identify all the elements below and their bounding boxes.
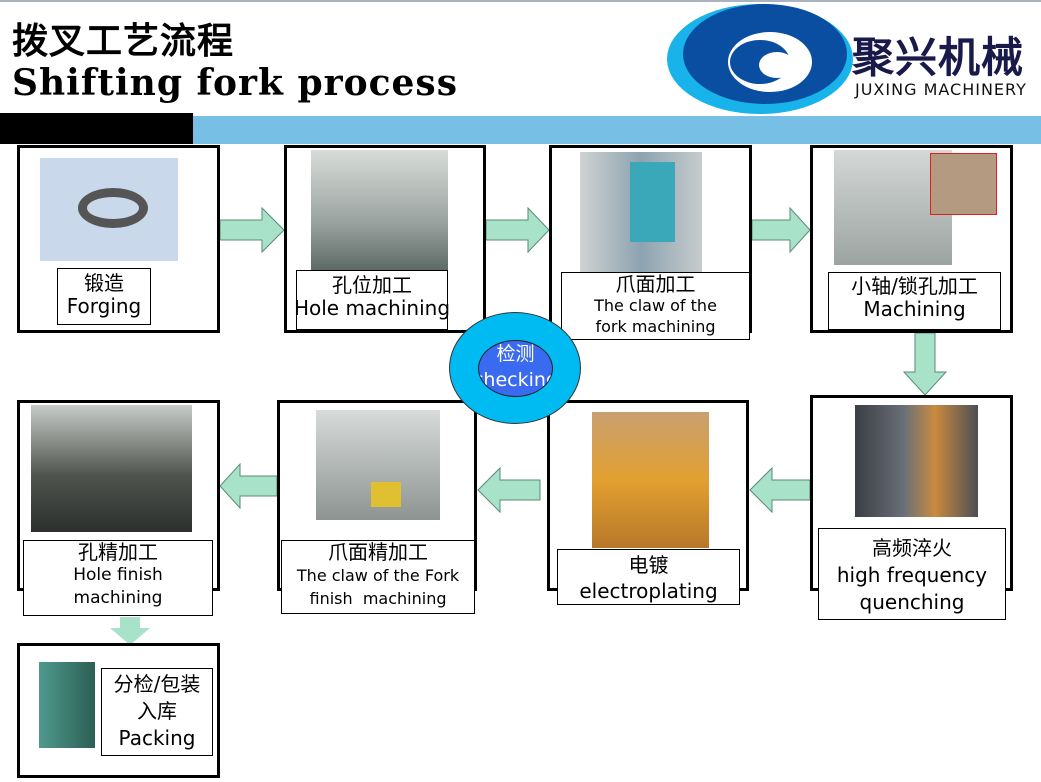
label-en: Packing <box>118 726 196 750</box>
inspection-cn: 检测 <box>496 343 535 365</box>
photo-hole-machining <box>311 150 448 270</box>
photo-inset-detail <box>930 153 997 215</box>
label-en: high frequency quenching <box>836 563 988 614</box>
photo-quenching <box>855 405 978 517</box>
photo-hole-finish <box>31 405 192 532</box>
label-en: Hole machining <box>293 296 451 320</box>
label-quenching: 高频淬火 high frequency quenching <box>818 528 1006 620</box>
photo-claw-machining <box>580 152 702 272</box>
label-en: The claw of the Fork finish machining <box>296 566 465 609</box>
logo-icon <box>667 4 853 114</box>
logo-name-en: JUXING MACHINERY <box>855 80 1027 99</box>
arrow-left-1 <box>749 466 811 514</box>
inspection-label: 检测 checking <box>478 340 553 397</box>
arrow-down-1 <box>902 332 948 396</box>
label-cn: 小轴/锁孔加工 <box>851 274 978 298</box>
label-cn: 爪面精加工 <box>328 540 428 564</box>
top-border <box>0 0 1041 2</box>
logo-name-cn: 聚兴机械 <box>852 33 1025 82</box>
label-packing: 分检/包装入库 Packing <box>101 668 213 756</box>
inspection-en: checking <box>479 369 552 391</box>
label-cn: 孔位加工 <box>332 273 412 297</box>
label-en: Forging <box>66 294 142 318</box>
arrow-right-3 <box>751 206 811 254</box>
label-en: Hole finish machining <box>73 565 163 608</box>
arrow-left-2 <box>477 466 541 514</box>
label-cn: 高频淬火 <box>872 536 952 560</box>
title-chinese: 拨叉工艺流程 <box>12 21 235 62</box>
arrow-left-3 <box>219 462 278 510</box>
arrow-right-2 <box>485 206 550 254</box>
photo-packing <box>39 662 95 748</box>
label-en: electroplating <box>579 579 718 603</box>
photo-electroplating <box>592 412 709 548</box>
arrow-down-2 <box>110 617 150 645</box>
photo-claw-finish <box>316 410 440 520</box>
label-cn: 孔精加工 <box>78 540 158 564</box>
header-bar-black <box>0 113 193 144</box>
label-cn: 锻造 <box>84 271 124 295</box>
photo-forging <box>40 158 178 261</box>
arrow-right-1 <box>219 206 285 254</box>
label-en: Machining <box>863 297 966 321</box>
label-en: The claw of the fork machining <box>594 296 717 336</box>
label-cn: 爪面加工 <box>615 272 696 296</box>
label-cn: 分检/包装入库 <box>113 672 201 723</box>
label-cn: 电镀 <box>628 553 669 577</box>
title-english: Shifting fork process <box>12 62 458 104</box>
header-bar-blue <box>193 116 1041 144</box>
